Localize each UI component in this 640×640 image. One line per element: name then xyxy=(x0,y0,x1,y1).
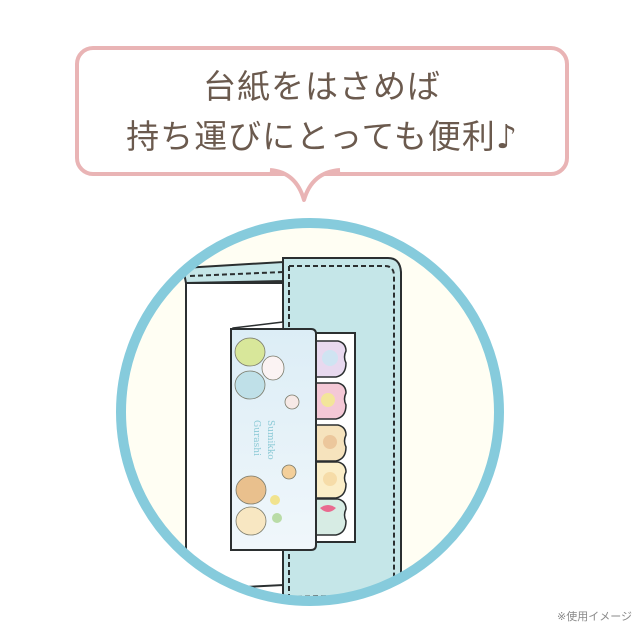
headline-line-1: 台紙をはさめば xyxy=(203,67,441,106)
illustration-circle-border xyxy=(116,218,504,606)
card-script-text-2: Gurashi xyxy=(251,420,261,456)
sticky-tab-5 xyxy=(315,498,347,536)
character-white xyxy=(261,355,285,381)
usage-image-caption: ※使用イメージ xyxy=(557,610,632,623)
sticky-note-sheet xyxy=(309,332,356,543)
headline-line-2: 持ち運びにとっても便利♪ xyxy=(126,117,518,156)
speech-bubble-tail xyxy=(269,168,341,202)
backing-card: Sumikko Gurashi xyxy=(230,321,317,551)
speech-bubble: 台紙をはさめば 持ち運びにとっても便利♪ xyxy=(75,46,569,176)
character-cream xyxy=(235,506,267,536)
card-script-text: Sumikko xyxy=(265,420,275,460)
character-tan xyxy=(235,475,267,505)
character-green xyxy=(234,337,266,367)
character-blue xyxy=(234,370,266,400)
